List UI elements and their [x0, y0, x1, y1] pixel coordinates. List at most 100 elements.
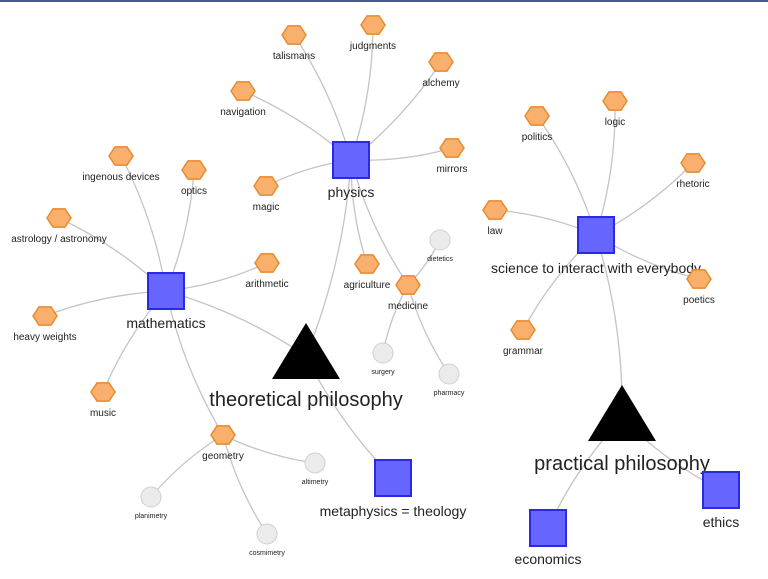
- node-label: medicine: [388, 301, 428, 312]
- node-arithmetic[interactable]: arithmetic: [245, 253, 289, 290]
- node-label: ethics: [703, 514, 740, 530]
- edge-mathematics-geometry: [165, 290, 224, 436]
- node-heavy[interactable]: heavy weights: [13, 306, 77, 343]
- node-label: planimetry: [135, 513, 168, 520]
- node-astrology[interactable]: astrology / astronomy: [11, 208, 107, 245]
- hexagon-shape[interactable]: [253, 176, 279, 196]
- circle-shape[interactable]: [438, 363, 460, 385]
- node-label: navigation: [220, 107, 266, 118]
- node-label: grammar: [503, 346, 544, 357]
- node-label: dietetics: [427, 256, 453, 263]
- edge-geometry-cosmimetry: [222, 434, 268, 535]
- hexagon-shape[interactable]: [510, 320, 536, 340]
- node-label: mathematics: [126, 315, 205, 331]
- node-label: poetics: [683, 295, 715, 306]
- node-label: agriculture: [344, 280, 391, 291]
- hexagon-shape[interactable]: [428, 52, 454, 72]
- node-pharmacy[interactable]: pharmacy: [434, 363, 465, 397]
- hexagon-shape[interactable]: [181, 160, 207, 180]
- hexagon-shape[interactable]: [482, 200, 508, 220]
- edge-geometry-planimetry: [150, 434, 224, 498]
- node-talismans[interactable]: talismans: [273, 25, 315, 62]
- node-medicine[interactable]: medicine: [388, 275, 428, 312]
- node-label: ingenous devices: [82, 172, 159, 183]
- hexagon-shape[interactable]: [680, 153, 706, 173]
- node-label: rhetoric: [676, 179, 709, 190]
- hexagon-shape[interactable]: [254, 253, 280, 273]
- node-magic[interactable]: magic: [253, 176, 280, 213]
- hexagon-shape[interactable]: [32, 306, 58, 326]
- edge-medicine-pharmacy: [407, 284, 450, 375]
- node-label: metaphysics = theology: [320, 503, 467, 519]
- node-label: music: [90, 408, 116, 419]
- square-shape[interactable]: [529, 509, 567, 547]
- hexagon-shape[interactable]: [602, 91, 628, 111]
- triangle-shape[interactable]: [272, 323, 340, 379]
- triangle-shape[interactable]: [588, 385, 656, 441]
- node-metaphysics[interactable]: metaphysics = theology: [320, 459, 467, 519]
- edge-medicine-surgery: [382, 284, 409, 354]
- node-label: physics: [328, 184, 375, 200]
- square-shape[interactable]: [374, 459, 412, 497]
- circle-shape[interactable]: [140, 486, 162, 508]
- square-shape[interactable]: [702, 471, 740, 509]
- node-dietetics[interactable]: dietetics: [427, 229, 453, 263]
- node-surgery[interactable]: surgery: [371, 342, 395, 376]
- node-altimetry[interactable]: altimetry: [302, 452, 329, 486]
- node-geometry[interactable]: geometry: [202, 425, 244, 462]
- hexagon-shape[interactable]: [230, 81, 256, 101]
- node-label: surgery: [371, 369, 395, 376]
- node-music[interactable]: music: [90, 382, 116, 419]
- node-navigation[interactable]: navigation: [220, 81, 266, 118]
- hexagon-shape[interactable]: [90, 382, 116, 402]
- hexagon-shape[interactable]: [686, 269, 712, 289]
- hexagon-shape[interactable]: [439, 138, 465, 158]
- node-interact[interactable]: science to interact with everybody: [491, 216, 701, 276]
- node-planimetry[interactable]: planimetry: [135, 486, 168, 520]
- hexagon-shape[interactable]: [210, 425, 236, 445]
- hexagon-shape[interactable]: [354, 254, 380, 274]
- node-judgments[interactable]: judgments: [349, 15, 396, 52]
- hexagon-shape[interactable]: [108, 146, 134, 166]
- node-poetics[interactable]: poetics: [683, 269, 715, 306]
- square-shape[interactable]: [147, 272, 185, 310]
- circle-shape[interactable]: [429, 229, 451, 251]
- node-politics[interactable]: politics: [522, 106, 553, 143]
- node-optics[interactable]: optics: [181, 160, 207, 197]
- node-agriculture[interactable]: agriculture: [344, 254, 391, 291]
- node-label: astrology / astronomy: [11, 234, 107, 245]
- node-ingenous[interactable]: ingenous devices: [82, 146, 160, 183]
- square-shape[interactable]: [332, 141, 370, 179]
- square-shape[interactable]: [577, 216, 615, 254]
- node-label: economics: [515, 551, 582, 567]
- node-economics[interactable]: economics: [515, 509, 582, 567]
- node-label: optics: [181, 186, 207, 197]
- hexagon-shape[interactable]: [281, 25, 307, 45]
- node-law[interactable]: law: [482, 200, 508, 237]
- node-label: mirrors: [436, 164, 467, 175]
- node-label: cosmimetry: [249, 550, 285, 557]
- node-physics[interactable]: physics: [328, 141, 375, 200]
- hexagon-shape[interactable]: [395, 275, 421, 295]
- node-logic[interactable]: logic: [602, 91, 628, 128]
- hexagon-shape[interactable]: [46, 208, 72, 228]
- hexagon-shape[interactable]: [524, 106, 550, 126]
- circle-shape[interactable]: [256, 523, 278, 545]
- node-cosmimetry[interactable]: cosmimetry: [249, 523, 285, 557]
- node-label: pharmacy: [434, 390, 465, 397]
- hexagon-shape[interactable]: [360, 15, 386, 35]
- node-label: talismans: [273, 51, 315, 62]
- node-practical[interactable]: practical philosophy: [534, 385, 710, 475]
- node-mirrors[interactable]: mirrors: [436, 138, 468, 175]
- node-label: logic: [605, 117, 626, 128]
- node-theoretical[interactable]: theoretical philosophy: [209, 323, 403, 411]
- node-mathematics[interactable]: mathematics: [126, 272, 206, 331]
- circle-shape[interactable]: [304, 452, 326, 474]
- node-alchemy[interactable]: alchemy: [422, 52, 460, 89]
- node-ethics[interactable]: ethics: [702, 471, 740, 530]
- circle-shape[interactable]: [372, 342, 394, 364]
- node-rhetoric[interactable]: rhetoric: [676, 153, 710, 190]
- node-grammar[interactable]: grammar: [503, 320, 544, 357]
- node-label: judgments: [349, 41, 396, 52]
